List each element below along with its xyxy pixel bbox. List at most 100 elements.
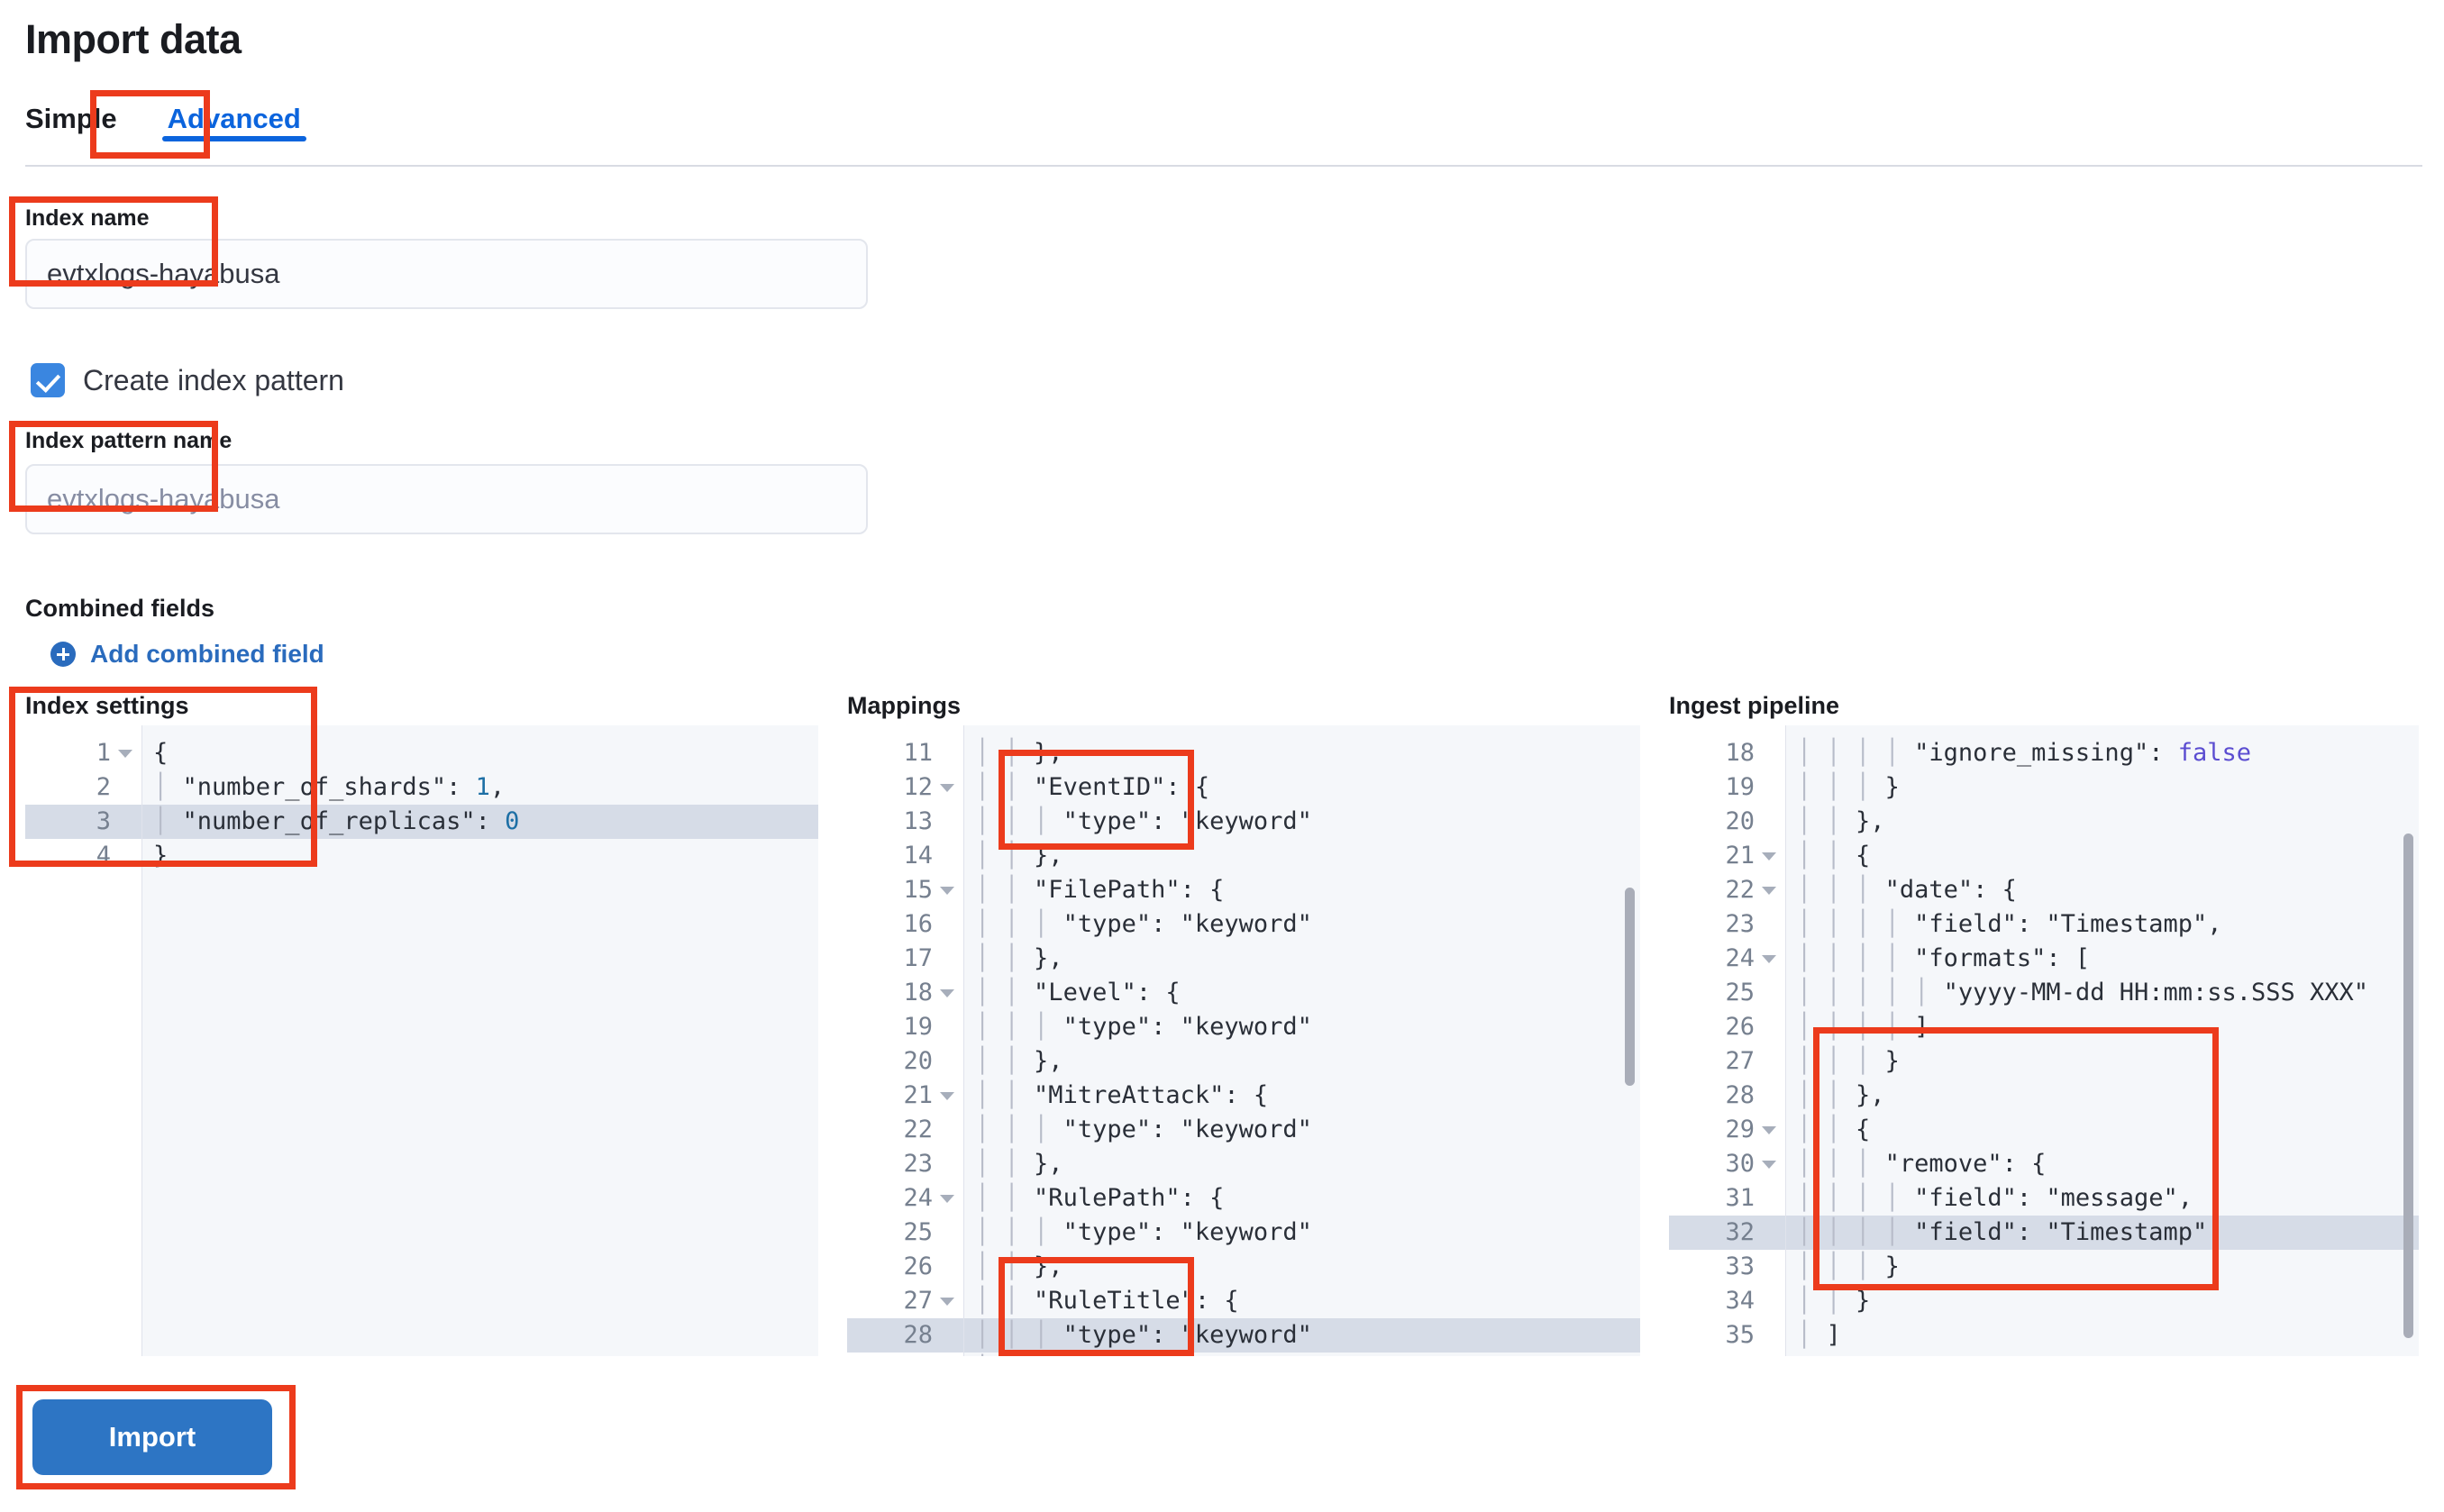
mappings-editor[interactable]: 11121314151617181920212223242526272829 │… xyxy=(847,725,1640,1356)
line-number: 16 xyxy=(903,910,933,938)
line-number: 25 xyxy=(1725,979,1755,1006)
code-line[interactable]: │ │ }, xyxy=(975,944,1063,972)
line-number: 18 xyxy=(1725,739,1755,767)
code-line[interactable]: │ "number_of_replicas": 0 xyxy=(142,805,818,839)
line-number: 24 xyxy=(1669,942,1785,976)
line-number: 35 xyxy=(1725,1321,1755,1349)
line-number: 22 xyxy=(1669,873,1785,907)
code-line[interactable]: } xyxy=(1786,1353,2419,1356)
line-number: 19 xyxy=(903,1013,933,1041)
line-number: 28 xyxy=(1725,1081,1755,1109)
add-combined-field-label: Add combined field xyxy=(90,640,324,668)
line-number: 23 xyxy=(1725,910,1755,938)
code-line[interactable]: │ │ │ "type": "keyword" xyxy=(964,1318,1640,1353)
line-number: 30 xyxy=(1669,1147,1785,1181)
line-number: 3 xyxy=(25,805,141,839)
line-number: 15 xyxy=(847,873,963,907)
code-area[interactable]: { │ "number_of_shards": 1, │ "number_of_re… xyxy=(142,725,818,1356)
code-line[interactable]: } xyxy=(153,842,169,870)
line-number: 27 xyxy=(1725,1047,1755,1075)
add-combined-field-button[interactable]: Add combined field xyxy=(50,640,324,669)
vertical-scrollbar[interactable] xyxy=(2403,833,2413,1338)
plus-circle-icon xyxy=(50,642,76,667)
combined-fields-label: Combined fields xyxy=(25,595,215,622)
line-number: 25 xyxy=(903,1218,933,1246)
code-line[interactable]: │ │ │ │ "field": "message", xyxy=(1797,1184,2193,1212)
code-line[interactable]: │ ] xyxy=(1797,1321,1841,1349)
code-line[interactable]: { xyxy=(153,739,169,767)
code-line[interactable]: │ │ │ "type": "keyword" xyxy=(975,1116,1312,1143)
import-button[interactable]: Import xyxy=(32,1399,272,1475)
code-line[interactable]: │ │ │ "type": "keyword" xyxy=(975,910,1312,938)
line-number: 17 xyxy=(903,944,933,972)
code-line[interactable]: │ │ "Level": { xyxy=(975,979,1181,1006)
line-number-gutter: 18192021222324252627282930313233343536 xyxy=(1669,725,1786,1356)
create-index-pattern-checkbox-row[interactable]: Create index pattern xyxy=(31,363,344,397)
line-number: 31 xyxy=(1725,1184,1755,1212)
code-line[interactable]: │ │ } xyxy=(1797,1287,1871,1315)
line-number: 22 xyxy=(903,1116,933,1143)
code-line[interactable]: │ │ │ │ ] xyxy=(1797,1013,1929,1041)
line-number: 29 xyxy=(1669,1113,1785,1147)
code-line[interactable]: │ │ }, xyxy=(964,1353,1640,1356)
vertical-scrollbar[interactable] xyxy=(1625,888,1635,1086)
code-line[interactable]: │ │ │ │ "ignore_missing": false xyxy=(1797,739,2251,767)
mappings-label: Mappings xyxy=(847,692,961,719)
index-pattern-name-input[interactable]: evtxlogs-hayabusa xyxy=(25,464,868,534)
index-name-input[interactable]: evtxlogs-hayabusa xyxy=(25,239,868,309)
code-line[interactable]: │ │ { xyxy=(1797,842,1871,870)
line-number: 32 xyxy=(1669,1216,1785,1250)
code-line[interactable]: │ │ }, xyxy=(975,1047,1063,1075)
code-line[interactable]: │ │ │ │ "formats": [ xyxy=(1797,944,2091,972)
line-number: 19 xyxy=(1725,773,1755,801)
line-number: 4 xyxy=(96,842,111,870)
tab-divider xyxy=(25,165,2422,167)
code-line[interactable]: │ │ │ "type": "keyword" xyxy=(975,1013,1312,1041)
page-title: Import data xyxy=(25,16,242,62)
code-line[interactable]: │ │ │ │ "field": "Timestamp", xyxy=(1797,910,2222,938)
code-line[interactable]: │ │ │ "type": "keyword" xyxy=(975,807,1312,835)
code-line[interactable]: │ │ │ │ │ "yyyy-MM-dd HH:mm:ss.SSS XXX" xyxy=(1797,979,2369,1006)
code-line[interactable]: │ │ "RuleTitle": { xyxy=(975,1287,1239,1315)
line-number: 21 xyxy=(847,1079,963,1113)
ingest-pipeline-label: Ingest pipeline xyxy=(1669,692,1840,719)
line-number: 20 xyxy=(1725,807,1755,835)
line-number: 11 xyxy=(903,739,933,767)
line-number: 24 xyxy=(847,1181,963,1216)
code-line[interactable]: │ │ "MitreAttack": { xyxy=(975,1081,1269,1109)
ingest-pipeline-editor[interactable]: 18192021222324252627282930313233343536 │… xyxy=(1669,725,2419,1356)
code-area[interactable]: │ │ │ │ "ignore_missing": false│ │ │ }│ … xyxy=(1786,725,2419,1356)
tab-bar: Simple Advanced xyxy=(25,93,326,154)
line-number: 26 xyxy=(1725,1013,1755,1041)
code-line[interactable]: │ "number_of_shards": 1, xyxy=(153,773,506,801)
code-area[interactable]: │ │ }, │ │ "EventID": { │ │ │ "type": "key… xyxy=(964,725,1640,1356)
code-line[interactable]: │ │ }, xyxy=(1797,1081,1885,1109)
line-number: 23 xyxy=(903,1150,933,1178)
code-line[interactable]: │ │ │ } xyxy=(1797,773,1900,801)
code-line[interactable]: │ │ │ "date": { xyxy=(1797,876,2017,904)
line-number: 12 xyxy=(847,770,963,805)
code-line[interactable]: │ │ │ } xyxy=(1797,1252,1900,1280)
code-line[interactable]: │ │ │ │ "field": "Timestamp" xyxy=(1786,1216,2419,1250)
code-line[interactable]: │ │ }, xyxy=(975,739,1063,767)
code-line[interactable]: │ │ { xyxy=(1797,1116,1871,1143)
code-line[interactable]: │ │ │ "remove": { xyxy=(1797,1150,2047,1178)
line-number: 13 xyxy=(903,807,933,835)
code-line[interactable]: │ │ "FilePath": { xyxy=(975,876,1225,904)
line-number: 14 xyxy=(903,842,933,870)
code-line[interactable]: │ │ "EventID": { xyxy=(975,773,1210,801)
code-line[interactable]: │ │ │ } xyxy=(1797,1047,1900,1075)
code-line[interactable]: │ │ }, xyxy=(975,842,1063,870)
code-line[interactable]: │ │ }, xyxy=(975,1150,1063,1178)
tab-advanced[interactable]: Advanced xyxy=(142,105,326,154)
code-line[interactable]: │ │ "RulePath": { xyxy=(975,1184,1225,1212)
line-number: 28 xyxy=(847,1318,963,1353)
line-number: 2 xyxy=(96,773,111,801)
checkbox-checked-icon[interactable] xyxy=(31,363,65,397)
index-name-label: Index name xyxy=(25,205,150,231)
code-line[interactable]: │ │ }, xyxy=(1797,807,1885,835)
code-line[interactable]: │ │ │ "type": "keyword" xyxy=(975,1218,1312,1246)
code-line[interactable]: │ │ }, xyxy=(975,1252,1063,1280)
tab-simple[interactable]: Simple xyxy=(25,103,117,134)
